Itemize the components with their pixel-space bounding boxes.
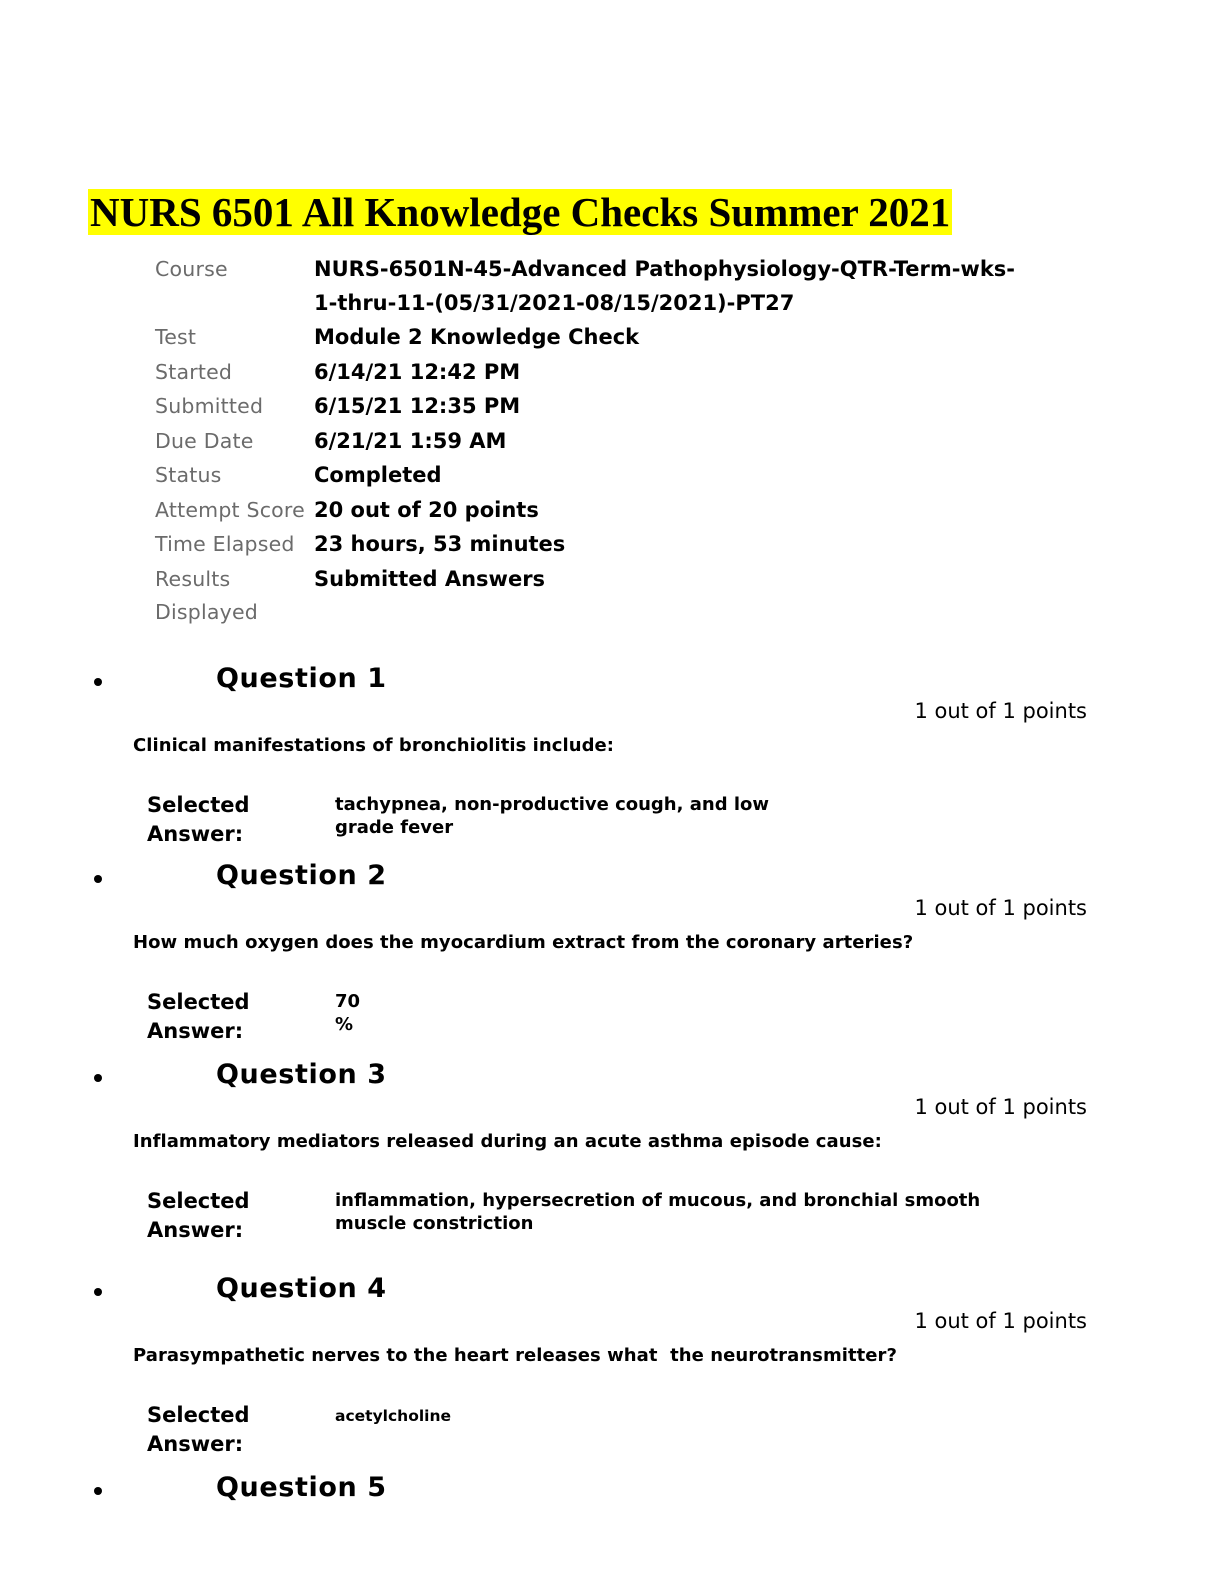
question-header-2: Question 2 1 out of 1 points [0, 860, 1224, 920]
metadata-label-submitted: Submitted [155, 394, 264, 418]
question-header-5: Question 5 [0, 1472, 1224, 1518]
metadata-value-started: 6/14/21 12:42 PM [314, 359, 521, 384]
metadata-label-status: Status [155, 463, 222, 487]
question-text-3: Inflammatory mediators released during a… [133, 1131, 882, 1152]
selected-answer-value-2: 70 % [335, 991, 361, 1035]
metadata-label-test: Test [155, 325, 197, 349]
metadata-value-status: Completed [314, 463, 442, 487]
question-block-3: Question 3 1 out of 1 points Inflammator… [0, 1059, 1224, 1242]
question-points-4: 1 out of 1 points [914, 1309, 1087, 1333]
metadata-row-time-elapsed: Time Elapsed 23 hours, 53 minutes [155, 528, 1095, 562]
bullet-icon [94, 1074, 102, 1082]
selected-answer-label-4: Selected Answer: [147, 1403, 250, 1456]
metadata-row-status: Status Completed [155, 459, 1095, 493]
metadata-label-course: Course [155, 257, 228, 281]
bullet-icon [94, 678, 102, 686]
bullet-icon [94, 1487, 102, 1495]
selected-answer-value-1: tachypnea, non-productive cough, and low… [335, 794, 770, 838]
metadata-value-due-date: 6/21/21 1:59 AM [314, 428, 507, 453]
selected-answer-value-4: acetylcholine [335, 1407, 452, 1425]
question-block-2: Question 2 1 out of 1 points How much ox… [0, 860, 1224, 1043]
metadata-row-submitted: Submitted 6/15/21 12:35 PM [155, 390, 1095, 424]
selected-answer-value-3: inflammation, hypersecretion of mucous, … [335, 1190, 981, 1234]
metadata-label-time-elapsed: Time Elapsed [155, 532, 295, 556]
bullet-icon [94, 875, 102, 883]
question-title-3: Question 3 [216, 1059, 387, 1090]
metadata-label-due-date: Due Date [155, 428, 254, 453]
question-title-2: Question 2 [216, 860, 387, 891]
question-header-3: Question 3 1 out of 1 points [0, 1059, 1224, 1119]
question-points-3: 1 out of 1 points [914, 1095, 1087, 1119]
metadata-value-test: Module 2 Knowledge Check [314, 325, 640, 349]
question-points-1: 1 out of 1 points [914, 699, 1087, 723]
metadata-label-attempt-score: Attempt Score [155, 497, 305, 522]
metadata-value-course: NURS-6501N-45-Advanced Pathophysiology-Q… [314, 257, 1016, 315]
page-title: NURS 6501 All Knowledge Checks Summer 20… [88, 184, 953, 241]
test-metadata: Course NURS-6501N-45-Advanced Pathophysi… [155, 253, 1095, 631]
metadata-row-course: Course NURS-6501N-45-Advanced Pathophysi… [155, 253, 1095, 320]
metadata-value-time-elapsed: 23 hours, 53 minutes [314, 532, 566, 556]
metadata-row-due-date: Due Date 6/21/21 1:59 AM [155, 425, 1095, 459]
metadata-label-results-displayed: Results Displayed [155, 566, 258, 625]
question-title-4: Question 4 [216, 1273, 387, 1304]
question-block-5: Question 5 [0, 1472, 1224, 1518]
question-header-4: Question 4 1 out of 1 points [0, 1273, 1224, 1333]
question-block-4: Question 4 1 out of 1 points Parasympath… [0, 1273, 1224, 1456]
metadata-row-test: Test Module 2 Knowledge Check [155, 321, 1095, 355]
selected-answer-label-3: Selected Answer: [147, 1189, 250, 1242]
question-title-5: Question 5 [216, 1472, 387, 1503]
metadata-row-results-displayed: Results Displayed Submitted Answers [155, 563, 1095, 630]
question-block-1: Question 1 1 out of 1 points Clinical ma… [0, 663, 1224, 846]
question-header-1: Question 1 1 out of 1 points [0, 663, 1224, 723]
page-title-highlight: NURS 6501 All Knowledge Checks Summer 20… [88, 189, 953, 236]
selected-answer-label-1: Selected Answer: [147, 793, 250, 846]
metadata-value-submitted: 6/15/21 12:35 PM [314, 394, 521, 418]
metadata-row-started: Started 6/14/21 12:42 PM [155, 356, 1095, 390]
question-text-4: Parasympathetic nerves to the heart rele… [133, 1345, 897, 1366]
metadata-value-attempt-score: 20 out of 20 points [314, 497, 539, 522]
question-text-2: How much oxygen does the myocardium extr… [133, 932, 914, 953]
question-title-1: Question 1 [216, 663, 387, 694]
question-points-2: 1 out of 1 points [914, 896, 1087, 920]
metadata-label-started: Started [155, 359, 233, 384]
bullet-icon [94, 1288, 102, 1296]
metadata-value-results-displayed: Submitted Answers [314, 566, 546, 591]
question-text-1: Clinical manifestations of bronchiolitis… [133, 735, 615, 756]
metadata-row-attempt-score: Attempt Score 20 out of 20 points [155, 494, 1095, 528]
selected-answer-label-2: Selected Answer: [147, 990, 250, 1043]
